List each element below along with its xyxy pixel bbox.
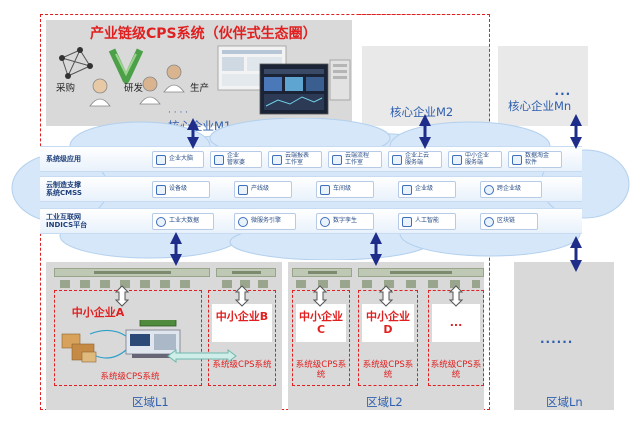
arrow-a-to-b-horizontal [167, 349, 237, 363]
enterprise-manager-icon [214, 154, 224, 165]
sme-more-title: ... [449, 316, 463, 329]
circuit-board-icon [139, 320, 177, 327]
sme-c-system-label: 系统级CPS系统 [295, 360, 347, 381]
sme-a-system-label: 系统级CPS系统 [100, 372, 160, 382]
person-production-icon [163, 64, 185, 93]
sme-c-title: 中小企业C [299, 310, 343, 337]
chip-blockchain[interactable]: 区块链 [480, 213, 538, 230]
l1b-equipment-icons [222, 280, 270, 288]
sme-b-title: 中小企业B [215, 310, 269, 323]
region-ln-label: 区域Ln [546, 395, 583, 409]
region-l2-label: 区域L2 [366, 395, 403, 409]
person-purchase-icon [89, 78, 111, 107]
sme-more-system-label: 系统级CPS系统 [430, 360, 482, 381]
sme-a-box[interactable] [54, 290, 202, 386]
sme-a-illustration [61, 320, 181, 363]
band-system-apps: 系统级应用 企业大脑 企业管家婆 云端报表工作室 云端流程工作室 企业上云服务端… [40, 146, 582, 172]
diagram-title: 产业链级CPS系统（伙伴式生态圈） [90, 26, 317, 42]
factory-boxes-icon [61, 333, 97, 363]
region-l1-label: 区域L1 [132, 395, 169, 409]
production-line-icon [238, 184, 248, 195]
chip-cloud-report-studio[interactable]: 云端报表工作室 [268, 151, 322, 168]
chip-digital-twin[interactable]: 数字孪生 [316, 213, 374, 230]
band-indics: 工业互联网 INDICS平台 工业大数据 微服务引擎 数字孪生 人工智能 区块链 [40, 208, 582, 234]
chip-cloud-process-studio[interactable]: 云端流程工作室 [328, 151, 382, 168]
person-rd-icon [139, 76, 161, 105]
core-m2-label: 核心企业M2 [390, 105, 454, 119]
sme-d-card [362, 304, 414, 342]
sme-c-card [296, 304, 346, 342]
sme-b-card [212, 304, 272, 342]
core-mn-label: ... 核心企业Mn [508, 84, 572, 113]
region-l1-line-strip-b [216, 268, 276, 277]
machine-station-icon [125, 329, 181, 358]
digital-twin-icon [320, 216, 330, 227]
microservice-icon [238, 216, 248, 227]
v-logo-icon [108, 48, 144, 84]
enterprise-cloud-icon [392, 154, 402, 165]
chip-cross-enterprise-level[interactable]: 跨企业级 [480, 181, 542, 198]
arrow-l1a-vertical [114, 285, 130, 307]
device-icon [156, 184, 166, 195]
core-mn-panel [498, 46, 588, 126]
workshop-icon [320, 184, 330, 195]
blockchain-icon [484, 216, 494, 227]
arrow-l2d-vertical [378, 285, 394, 307]
chip-enterprise-manager[interactable]: 企业管家婆 [210, 151, 262, 168]
role-purchase: 采购 [56, 83, 76, 94]
arrow-l2more-vertical [448, 285, 464, 307]
cloud-process-icon [332, 154, 342, 165]
role-production: 生产 [190, 83, 210, 94]
data-mining-icon [512, 154, 522, 165]
cross-enterprise-icon [484, 184, 494, 195]
sme-server-icon [452, 154, 462, 165]
band-indics-label: 工业互联网 INDICS平台 [46, 212, 88, 229]
sme-b-system-label: 系统级CPS系统 [212, 360, 272, 370]
band-cmss-label: 云制造支撑 系统CMSS [46, 180, 82, 197]
region-ln-panel [514, 262, 614, 410]
arrow-l1b-vertical [234, 285, 250, 307]
chip-microservice-engine[interactable]: 微服务引擎 [234, 213, 296, 230]
region-l1-line-strip-a [54, 268, 210, 277]
network-icon [59, 47, 93, 79]
l2-equipment-icons [296, 280, 480, 288]
dashboard-screens-icon [217, 45, 351, 115]
chip-data-mining-software[interactable]: 数据淘金软件 [508, 151, 562, 168]
sme-more-card [432, 304, 480, 342]
band-system-apps-label: 系统级应用 [46, 154, 81, 163]
chip-sme-server[interactable]: 中小企业服务端 [448, 151, 502, 168]
big-data-icon [156, 216, 166, 227]
sme-a-title: 中小企业A [71, 306, 125, 319]
chip-workshop-level[interactable]: 车间级 [316, 181, 374, 198]
chip-artificial-intelligence[interactable]: 人工智能 [398, 213, 456, 230]
core-m2-panel [362, 46, 490, 126]
region-l2-line-strip-b [358, 268, 484, 277]
chip-enterprise-level[interactable]: 企业级 [398, 181, 456, 198]
cloud-report-icon [272, 154, 282, 165]
arrow-l2c-vertical [312, 285, 328, 307]
chip-industrial-big-data[interactable]: 工业大数据 [152, 213, 214, 230]
sme-d-system-label: 系统级CPS系统 [362, 360, 414, 381]
sme-d-title: 中小企业D [366, 310, 410, 337]
band-cmss: 云制造支撑 系统CMSS 设备级 产线级 车间级 企业级 跨企业级 [40, 176, 582, 202]
ai-icon [402, 216, 412, 227]
chip-enterprise-cloud-server[interactable]: 企业上云服务端 [388, 151, 442, 168]
chip-device-level[interactable]: 设备级 [152, 181, 210, 198]
chip-enterprise-brain[interactable]: 企业大脑 [152, 151, 204, 168]
role-rd: 研发 [124, 83, 144, 94]
region-ln-placeholder: ...... [540, 332, 574, 346]
core-mn-prefix: ... [554, 84, 572, 98]
region-l2-line-strip-a [292, 268, 352, 277]
chip-line-level[interactable]: 产线级 [234, 181, 292, 198]
l1-equipment-icons [60, 280, 200, 288]
m1-illustration [59, 45, 351, 115]
enterprise-icon [402, 184, 412, 195]
enterprise-brain-icon [156, 154, 166, 165]
